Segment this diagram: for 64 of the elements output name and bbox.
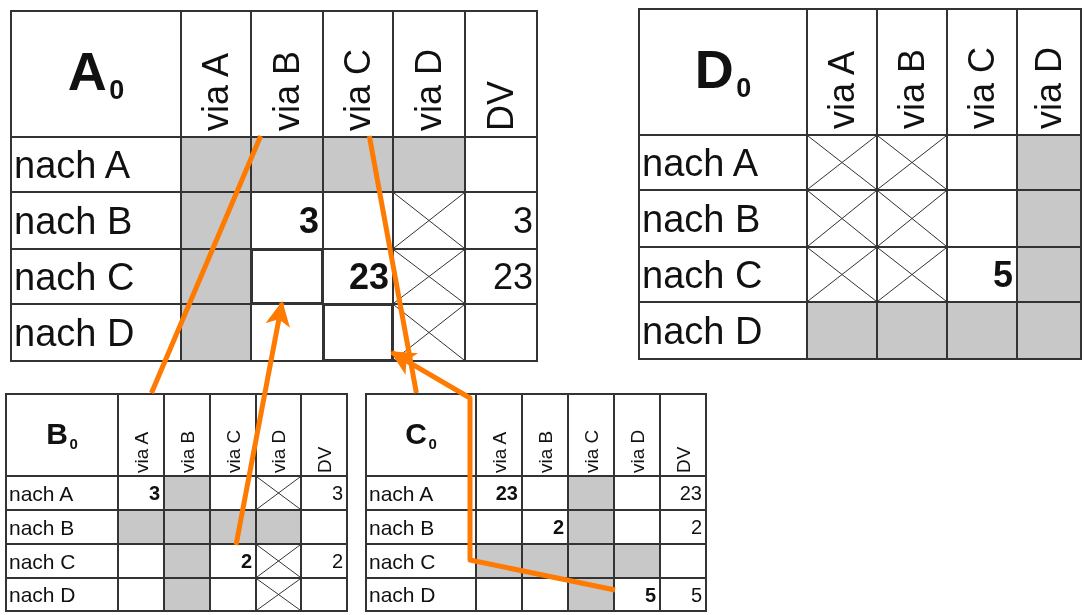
column-header: via A xyxy=(808,10,876,134)
row-label: nach A xyxy=(367,477,475,509)
row-label: nach C xyxy=(640,248,806,301)
arrow xyxy=(390,350,616,593)
column-header: via A xyxy=(182,12,250,136)
routing-table xyxy=(638,8,1082,360)
column-header: via C xyxy=(324,12,392,136)
cell-value: 2 xyxy=(661,511,705,543)
table-title: B$_{0}$ xyxy=(46,418,78,452)
row-label: nach D xyxy=(640,303,806,358)
column-header: via D xyxy=(394,12,464,136)
cell-value: 23 xyxy=(661,477,705,509)
connector-line xyxy=(366,135,419,394)
row-label: nach B xyxy=(12,193,180,248)
column-header: via D xyxy=(1018,10,1080,134)
row-label: nach C xyxy=(12,250,180,303)
column-header: via D xyxy=(615,395,659,475)
empty-cell xyxy=(252,250,322,303)
cell-value: 23 xyxy=(324,250,392,303)
cell-value: 23 xyxy=(466,250,536,303)
row-label: nach D xyxy=(7,579,117,610)
row-label: nach D xyxy=(367,579,475,610)
routing-table xyxy=(5,393,348,612)
cell-value: 3 xyxy=(119,477,163,509)
column-header: via B xyxy=(252,12,322,136)
column-header: via C xyxy=(569,395,613,475)
row-label: nach B xyxy=(640,191,806,246)
column-header: via A xyxy=(119,395,163,475)
row-label: nach A xyxy=(640,136,806,189)
empty-cell xyxy=(324,305,392,360)
cell-value: 3 xyxy=(252,193,322,248)
row-label: nach D xyxy=(12,305,180,360)
column-header: via C xyxy=(948,10,1016,134)
row-label: nach A xyxy=(7,477,117,509)
cell-value: 23 xyxy=(477,477,521,509)
routing-table xyxy=(10,10,538,362)
routing-table xyxy=(365,393,707,612)
cell-value: 3 xyxy=(302,477,346,509)
value-cell: 5 xyxy=(615,579,659,610)
column-header: DV xyxy=(302,395,346,475)
row-label: nach A xyxy=(12,138,180,191)
table-title: A$_{0}$ xyxy=(67,43,125,105)
column-header: DV xyxy=(466,12,536,136)
row-label: nach C xyxy=(367,545,475,577)
column-header: via D xyxy=(257,395,300,475)
cell-value: 3 xyxy=(466,193,536,248)
cell-value: 5 xyxy=(948,248,1016,301)
column-header: DV xyxy=(661,395,705,475)
column-header: via B xyxy=(878,10,946,134)
arrow xyxy=(233,300,290,546)
cell-value: 2 xyxy=(302,545,346,577)
row-label: nach B xyxy=(7,511,117,543)
column-header: via C xyxy=(211,395,255,475)
row-label: nach C xyxy=(7,545,117,577)
column-header: via B xyxy=(165,395,209,475)
column-header: via B xyxy=(523,395,567,475)
value-cell: 2 xyxy=(211,545,255,577)
table-title: D$_{0}$ xyxy=(694,41,752,103)
cell-value: 5 xyxy=(661,579,705,610)
column-header: via A xyxy=(477,395,521,475)
cell-value: 2 xyxy=(523,511,567,543)
connector-line xyxy=(149,135,263,394)
table-title: C$_{0}$ xyxy=(405,418,437,452)
row-label: nach B xyxy=(367,511,475,543)
